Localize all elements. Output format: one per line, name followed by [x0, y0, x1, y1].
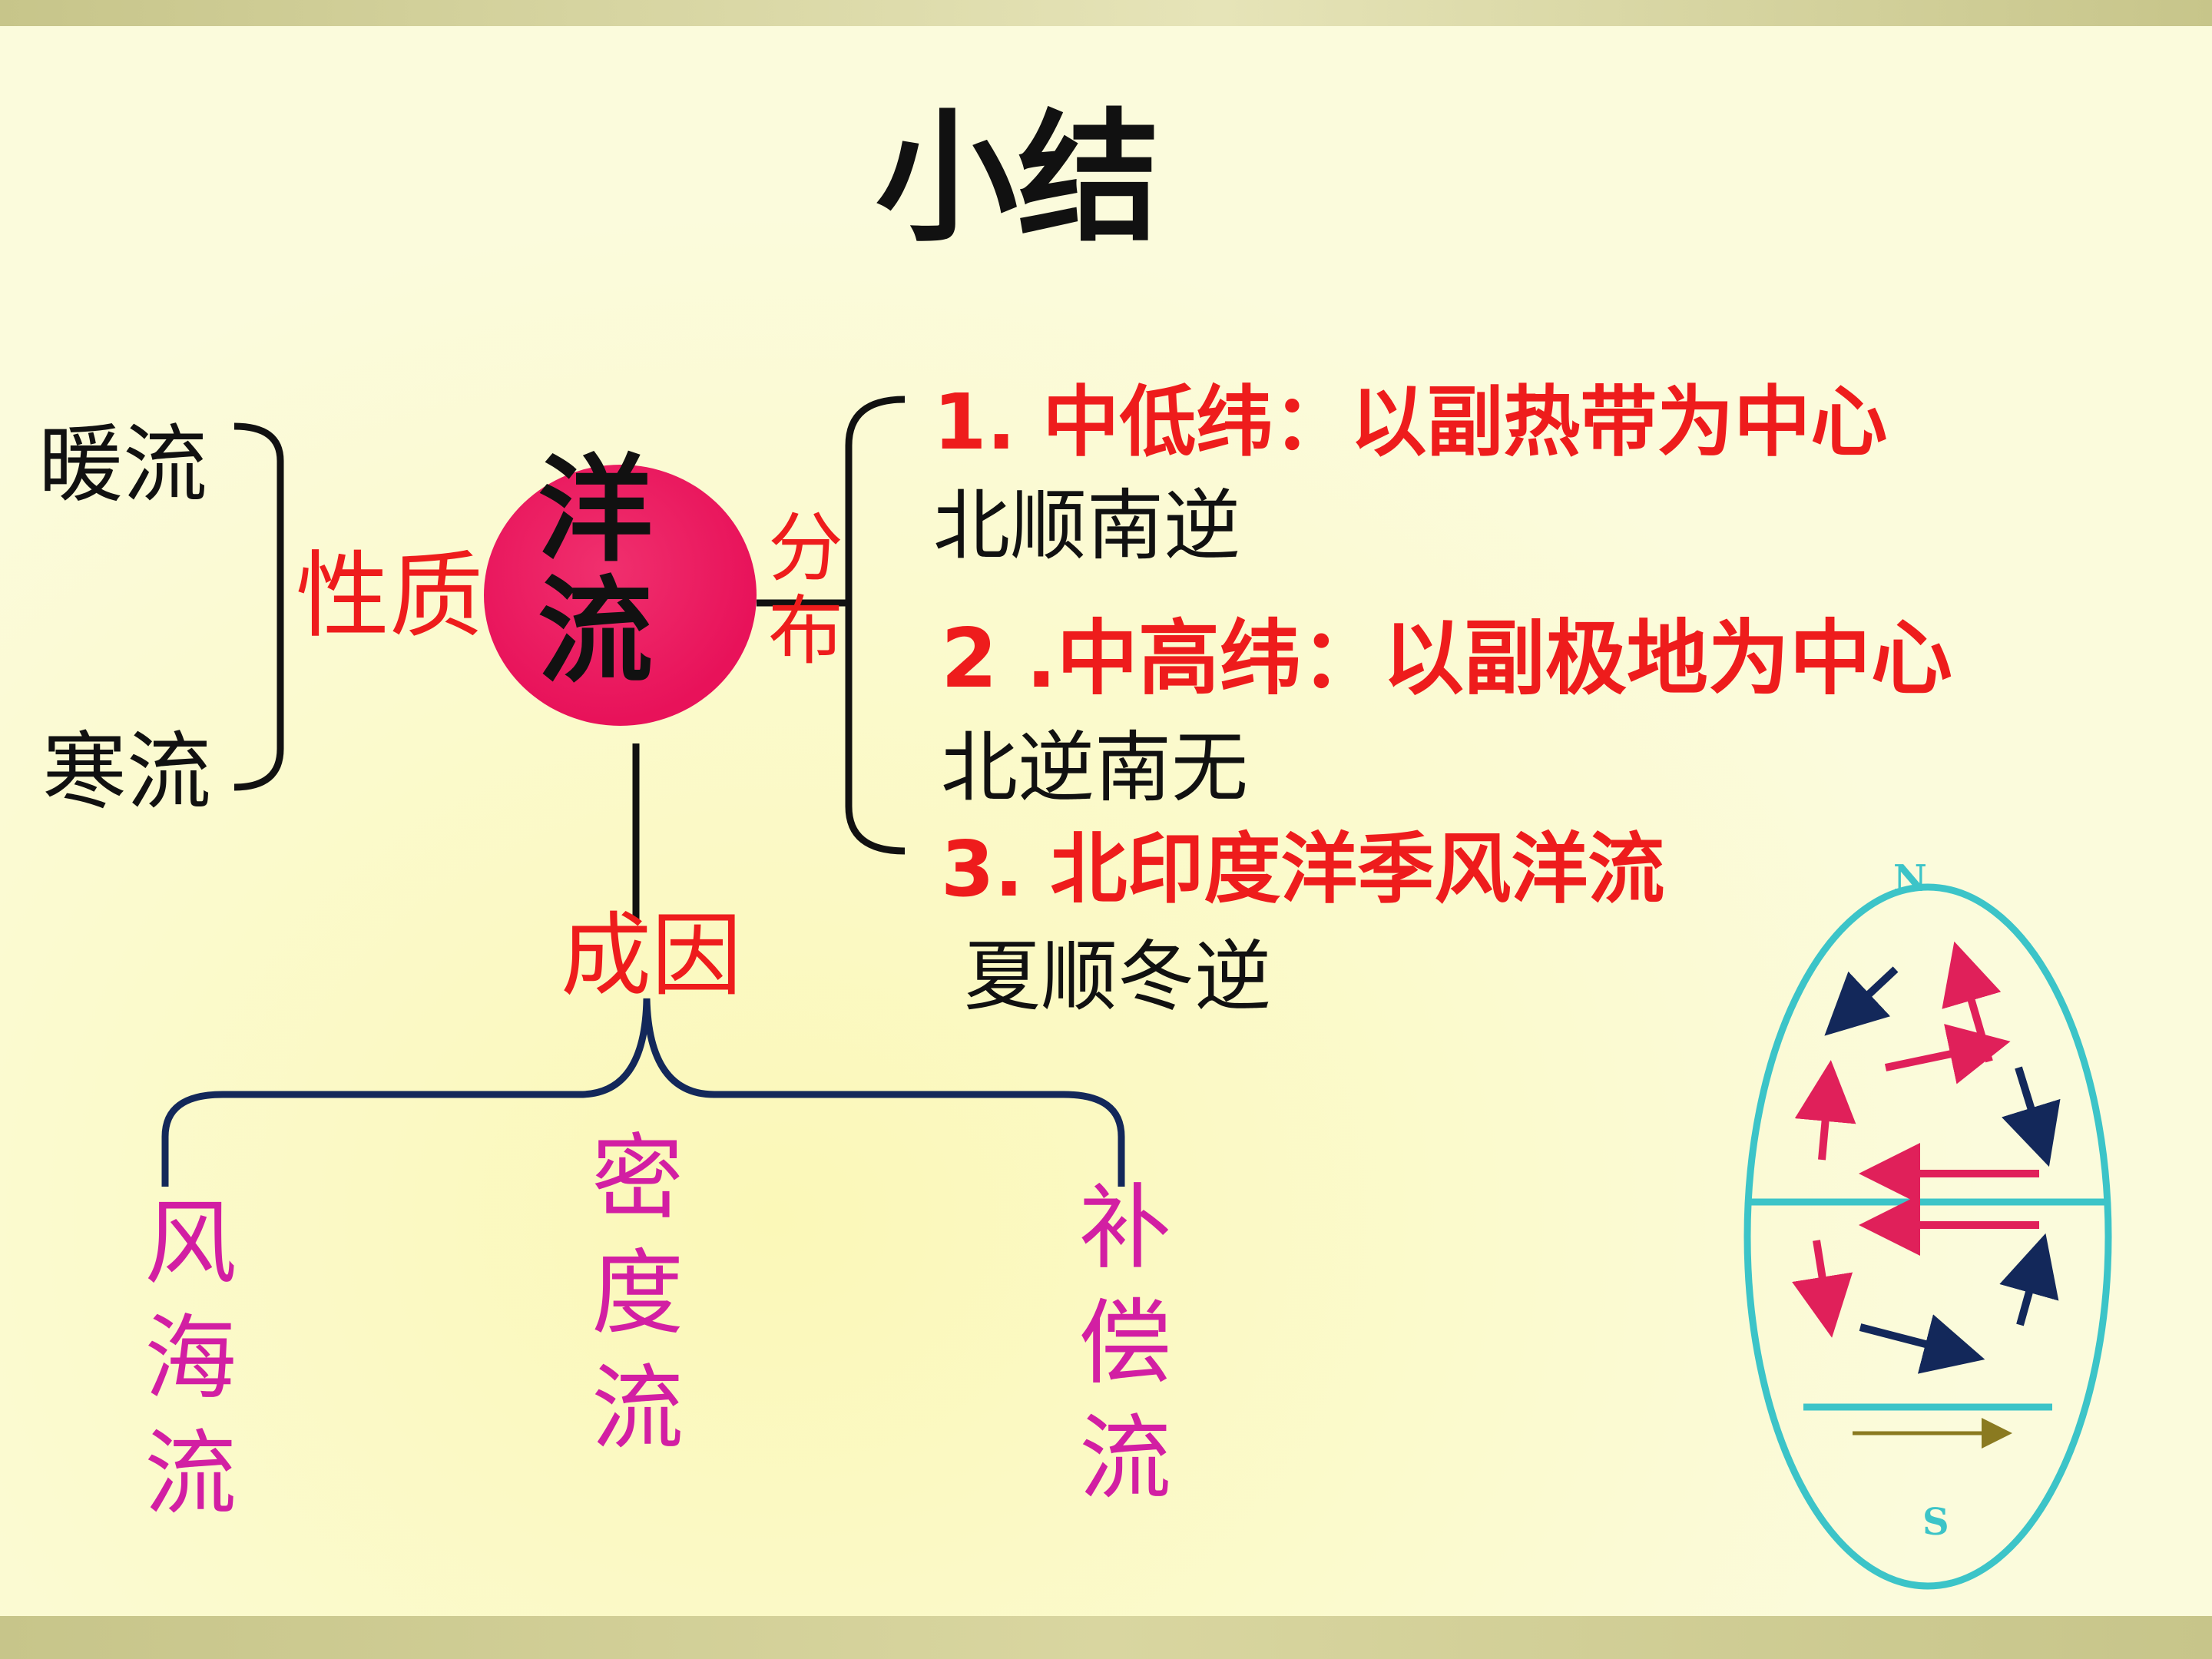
warm-arrow-sw [1792, 1240, 1853, 1338]
distribution-item-3-rule: 夏顺冬逆 [964, 932, 1271, 1022]
distribution-item-1-title: 1. 中低纬：以副热带为中心 [933, 377, 1888, 467]
density-char-3: 流 [591, 1356, 684, 1462]
cold-arrow-nw [1824, 966, 1899, 1036]
background-glow [0, 26, 2212, 1616]
warm-current-label: 暖流 [38, 416, 207, 514]
density-char-2: 度 [591, 1240, 684, 1347]
nature-label: 性质 [296, 541, 483, 651]
globe-outline [1743, 883, 2112, 1590]
causes-label: 成因 [561, 902, 743, 1008]
cold-arrow-s [1859, 1314, 1985, 1374]
compensation-char-3: 流 [1079, 1406, 1171, 1512]
density-char-1: 密 [591, 1125, 684, 1232]
warm-arrow-ne [1884, 1024, 2011, 1084]
compensation-char-2: 偿 [1079, 1290, 1171, 1397]
compensation-char-1: 补 [1079, 1175, 1171, 1282]
page-title: 小结 [876, 95, 1160, 261]
globe-north-label: N [1893, 857, 1927, 900]
wind-char-2: 海 [144, 1306, 237, 1412]
compensation-current-label: 补 偿 流 [1079, 1183, 1171, 1505]
distribution-item-3-title: 3. 北印度洋季风洋流 [941, 824, 1665, 914]
density-current-label: 密 度 流 [591, 1133, 684, 1455]
warm-arrow-w [1794, 1060, 1856, 1161]
ocean-current-label: 洋 流 [538, 453, 653, 690]
distribution-item-2-title: 2 .中高纬：以副极地为中心 [941, 611, 1952, 706]
ocean-current-circle [484, 465, 757, 726]
distribution-char-2: 布 [768, 588, 844, 675]
bottom-band [0, 1616, 2212, 1659]
distribution-item-2-rule: 北逆南无 [941, 723, 1248, 813]
wind-current-label: 风 海 流 [144, 1198, 237, 1521]
distribution-char-1: 分 [768, 505, 844, 592]
wind-char-1: 风 [144, 1190, 237, 1297]
cold-current-label: 寒流 [42, 723, 211, 821]
cold-arrow-e [2002, 1066, 2061, 1167]
center-char-2: 流 [538, 565, 654, 699]
nature-bracket [233, 422, 284, 791]
cold-arrow-se [1999, 1233, 2059, 1326]
causes-brace [161, 998, 1125, 1187]
wind-char-3: 流 [144, 1421, 237, 1528]
distribution-item-1-rule: 北顺南逆 [933, 481, 1240, 571]
center-char-1: 洋 [538, 444, 654, 578]
distribution-label: 分 布 [768, 511, 843, 669]
globe-south-label: S [1922, 1501, 1949, 1544]
top-band [0, 0, 2212, 26]
distribution-bracket [845, 396, 906, 855]
